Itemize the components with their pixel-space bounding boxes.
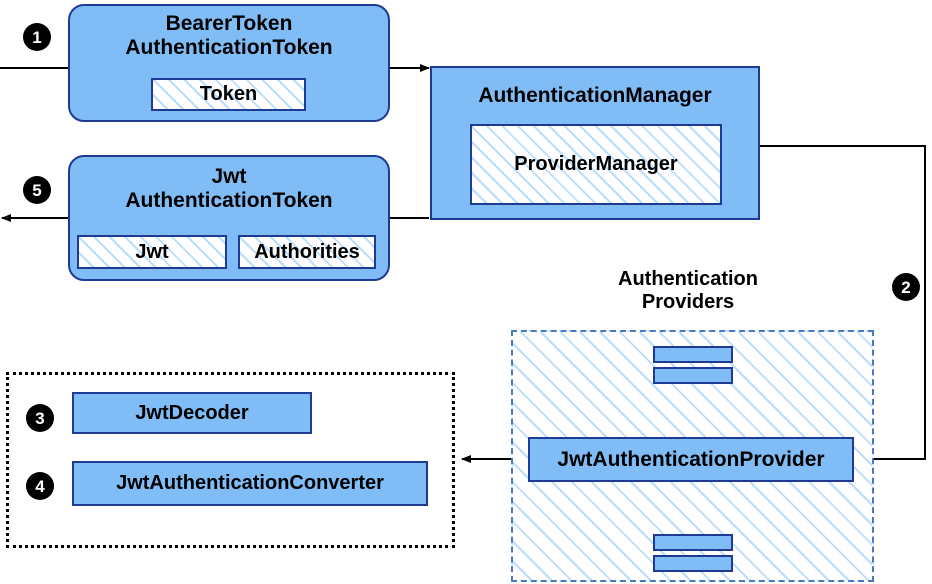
jwt-token-line-2: AuthenticationToken <box>125 188 333 212</box>
jwt-token-line-1: Jwt <box>211 165 247 188</box>
chip-provider-manager: ProviderManager <box>470 124 722 205</box>
step-badge-1: 1 <box>24 24 50 50</box>
support-components-pane <box>6 372 455 548</box>
node-jwt-authentication-provider: JwtAuthenticationProvider <box>514 437 854 496</box>
bearer-token-line-1: BearerToken <box>165 12 293 35</box>
chip-token: Token <box>151 78 306 111</box>
authentication-providers-caption: Authentication Providers <box>588 268 788 314</box>
chip-jwt: Jwt <box>77 235 227 269</box>
bearer-token-line-2: AuthenticationToken <box>125 35 333 59</box>
step-badge-5: 5 <box>24 177 50 203</box>
provider-placeholder-bar-bottom-1 <box>653 534 733 551</box>
chip-authorities: Authorities <box>238 235 376 269</box>
providers-caption-line-2: Providers <box>641 291 735 313</box>
provider-placeholder-bar-bottom-2 <box>653 555 733 572</box>
step-badge-2: 2 <box>893 274 919 300</box>
step-badge-3: 3 <box>27 405 53 431</box>
provider-placeholder-bar-top-1 <box>653 346 733 363</box>
authentication-manager-title: AuthenticationManager <box>478 84 712 107</box>
node-jwt-decoder: JwtDecoder <box>58 392 312 448</box>
node-jwt-authentication-converter: JwtAuthenticationConverter <box>58 461 428 520</box>
step-badge-4: 4 <box>27 473 53 499</box>
provider-placeholder-bar-top-2 <box>653 367 733 384</box>
providers-caption-line-1: Authentication <box>618 268 758 290</box>
